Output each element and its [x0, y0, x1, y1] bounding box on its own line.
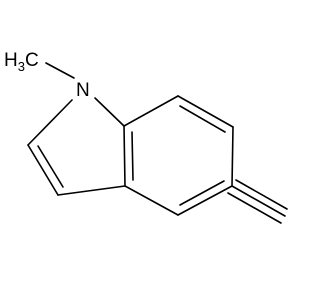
molecular-structure	[27, 62, 288, 224]
methyl-hydrogen: H	[4, 50, 18, 71]
bond-n-c2	[27, 99, 73, 146]
nitrogen-label: N	[76, 81, 90, 100]
bond-c6-c5	[231, 126, 234, 187]
bond-methyl-n	[45, 62, 75, 79]
bond-c2-c3-inner	[37, 145, 64, 188]
bond-c7-c6-inner	[179, 105, 226, 133]
bond-c3-c3a	[57, 185, 126, 196]
bond-c7a-c7	[123, 95, 179, 127]
bond-c7-c6	[177, 95, 234, 128]
bond-c5-c4-inner	[179, 180, 225, 206]
bond-alkyne-upper	[235, 179, 288, 210]
bond-c5-alkyne	[231, 185, 286, 217]
nitrogen-atom: N	[76, 80, 90, 101]
bond-c2-c3	[27, 144, 59, 196]
bond-c4-c3a	[124, 185, 179, 216]
methyl-hydrogen-count: 3	[17, 59, 25, 74]
bond-c7a-n	[94, 97, 125, 127]
bond-alkyne-lower	[227, 192, 282, 224]
methyl-label: H3C	[4, 50, 39, 73]
methyl-carbon: C	[24, 50, 39, 71]
structure-canvas: H3C N	[4, 50, 288, 224]
bond-c3a-c7a-inner	[131, 131, 134, 181]
bond-c3a-c7a	[123, 125, 126, 187]
bond-c5-c4	[177, 185, 233, 216]
